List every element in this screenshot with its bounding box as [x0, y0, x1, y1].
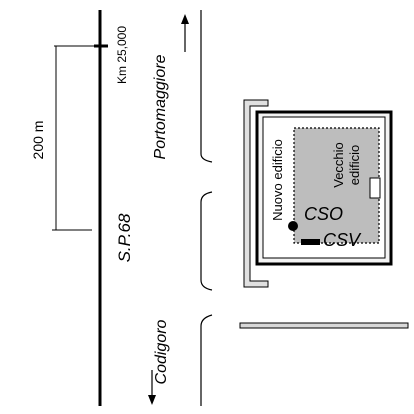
- old-building: [293, 127, 380, 244]
- old-building-label-line2: edificio: [347, 145, 362, 185]
- curb-line-upper: [200, 10, 213, 163]
- cso-marker: [288, 221, 298, 231]
- curb-line-lower: [200, 314, 213, 406]
- property-outline: [243, 99, 269, 288]
- north-arrow-icon: [181, 14, 189, 52]
- km-label: Km 25,000: [115, 26, 129, 84]
- north-direction-label: Portomaggiore: [152, 54, 169, 159]
- csv-marker: [301, 239, 320, 245]
- south-arrow-icon: [148, 370, 156, 405]
- scale-label: 200 m: [30, 121, 46, 160]
- road-label: S.P.68: [115, 213, 134, 262]
- south-direction-label: Codigoro: [153, 319, 170, 384]
- cso-label: CSO: [304, 204, 343, 224]
- old-building-annex: [369, 177, 381, 199]
- sidewalk-strip: [239, 322, 409, 329]
- old-building-label-line1: Vecchio: [331, 142, 346, 188]
- csv-label: CSV: [323, 230, 362, 250]
- new-building-label: Nuovo edificio: [270, 139, 285, 221]
- scale-bar: [52, 45, 100, 231]
- curb-line-middle: [200, 191, 213, 291]
